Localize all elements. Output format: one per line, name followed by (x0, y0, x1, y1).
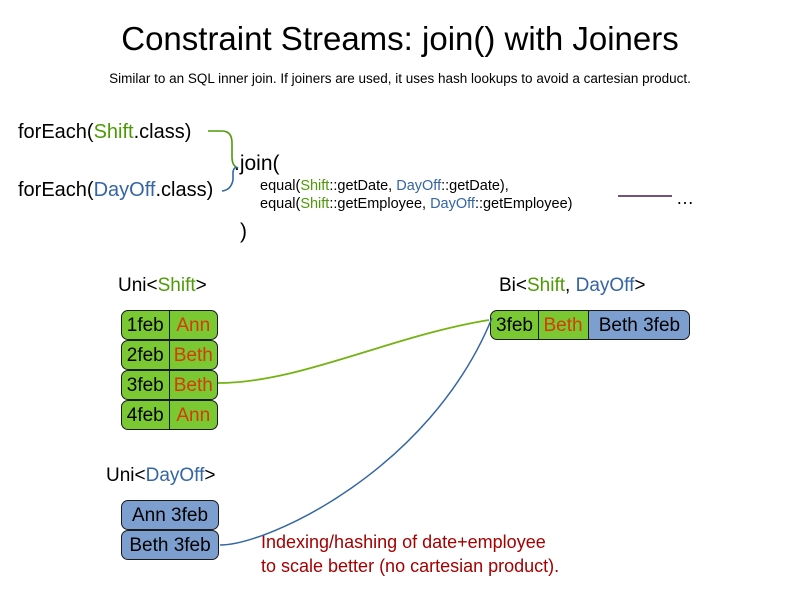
foreach-dayoff-prefix: forEach( (18, 179, 94, 201)
bi-label-type-a: Shift (527, 275, 566, 296)
code-joiner-equal-date: equal(Shift::getDate, DayOff::getDate), (260, 178, 509, 195)
page-title: Constraint Streams: join() with Joiners (121, 20, 679, 57)
uni-shift-label-prefix: Uni< (118, 275, 158, 296)
joiner-2-left-type: Shift (300, 196, 330, 212)
uni-dayoff-label-type: DayOff (145, 465, 205, 486)
bi-shift-date: 3feb (491, 311, 539, 339)
joiner-2-right-type: DayOff (430, 196, 475, 212)
uni-shift-label-suffix: > (195, 275, 207, 296)
uni-shift-label-type: Shift (157, 275, 196, 296)
shift-employee: Beth (173, 344, 213, 366)
foreach-shift-prefix: forEach( (18, 121, 94, 143)
bi-dayoff-segment: Beth 3feb (588, 310, 691, 340)
etc-ellipsis: … (676, 188, 694, 208)
shift-employee: Beth (173, 374, 213, 396)
shift-fact-row[interactable]: 4feb Ann (121, 400, 218, 430)
bi-label-sep: , (565, 275, 576, 296)
code-joiner-equal-employee: equal(Shift::getEmployee, DayOff::getEmp… (260, 196, 572, 213)
foreach-dayoff-suffix: .class) (155, 179, 214, 201)
connector-shift-row-to-bi (217, 319, 490, 384)
joiner-1-left-ref: ::getDate, (329, 178, 397, 194)
joiner-2-right-ref: ::getEmployee) (474, 196, 573, 212)
foreach-dayoff-type: DayOff (93, 179, 156, 201)
annotation-line-1: Indexing/hashing of date+employee (261, 532, 546, 552)
shift-date: 4feb (122, 401, 170, 429)
code-foreach-shift: forEach(Shift.class) (18, 120, 191, 144)
label-uni-dayoff: Uni<DayOff> (106, 464, 216, 487)
shift-employee: Ann (176, 314, 211, 336)
bi-dayoff-text: Beth 3feb (598, 314, 681, 336)
shift-fact-row[interactable]: 1feb Ann (121, 310, 218, 340)
joiner-1-right-type: DayOff (396, 178, 442, 194)
bi-label-prefix: Bi< (499, 275, 527, 296)
bi-label-suffix: > (634, 275, 646, 296)
connector-dayoff-row-to-bi (219, 317, 493, 546)
uni-dayoff-label-prefix: Uni< (106, 465, 146, 486)
dayoff-fact-row[interactable]: Ann 3feb (121, 500, 219, 530)
shift-date: 1feb (122, 311, 170, 339)
etc-underline (618, 195, 672, 197)
joiner-1-fn: equal( (260, 178, 301, 194)
bi-label-type-b: DayOff (575, 275, 635, 296)
foreach-shift-suffix: .class) (133, 121, 192, 143)
shift-fact-row[interactable]: 3feb Beth (121, 370, 218, 400)
dayoff-text: Beth 3feb (129, 534, 211, 556)
foreach-shift-type: Shift (93, 121, 134, 143)
code-join-close: ) (240, 220, 247, 243)
label-bi-stream: Bi<Shift, DayOff> (499, 274, 645, 297)
uni-dayoff-label-suffix: > (204, 465, 216, 486)
joiner-2-left-ref: ::getEmployee, (329, 196, 431, 212)
label-uni-shift: Uni<Shift> (118, 274, 207, 297)
shift-date: 3feb (122, 371, 170, 399)
bi-fact-row[interactable]: 3feb Beth Beth 3feb (490, 310, 691, 340)
bi-shift-segment: 3feb Beth (490, 310, 590, 340)
bi-shift-employee: Beth (543, 314, 583, 336)
shift-employee: Ann (176, 404, 211, 426)
page-subtitle: Similar to an SQL inner join. If joiners… (109, 71, 691, 86)
joiner-2-fn: equal( (260, 196, 301, 212)
code-join-open: .join( (234, 152, 280, 175)
shift-date: 2feb (122, 341, 170, 369)
joiner-1-left-type: Shift (300, 178, 330, 194)
dayoff-text: Ann 3feb (131, 504, 209, 526)
code-foreach-dayoff: forEach(DayOff.class) (18, 178, 213, 202)
dayoff-fact-row[interactable]: Beth 3feb (121, 530, 219, 560)
joiner-1-right-ref: ::getDate), (441, 178, 509, 194)
annotation-text: Indexing/hashing of date+employee to sca… (261, 530, 559, 578)
shift-fact-row[interactable]: 2feb Beth (121, 340, 218, 370)
annotation-line-2: to scale better (no cartesian product). (261, 556, 560, 576)
